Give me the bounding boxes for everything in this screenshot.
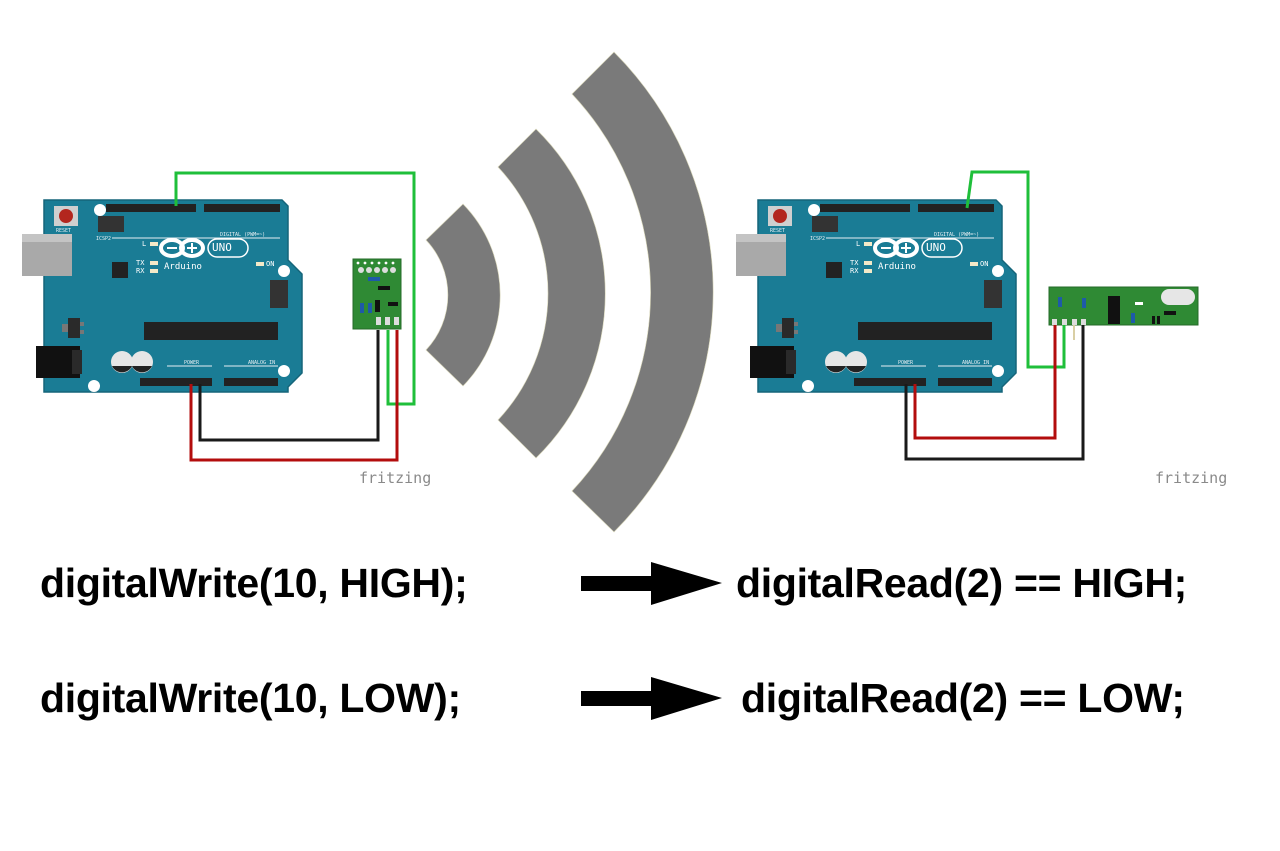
led-rx-label: RX (136, 267, 145, 275)
rf-transmitter-module (352, 258, 402, 330)
digital-label: DIGITAL (PWM=~) (934, 232, 979, 238)
receiver-arduino-board: RESET ICSP2 DIGITAL (PWM=~) L TX RX ON A… (734, 198, 1018, 394)
fritzing-watermark-left: fritzing (359, 469, 431, 487)
write-low-code: digitalWrite(10, LOW); (40, 675, 461, 721)
led-tx-label: TX (850, 259, 859, 267)
wave-arc-small (425, 203, 501, 387)
write-high-code: digitalWrite(10, HIGH); (40, 560, 468, 606)
arduino-brand-text: Arduino (878, 262, 916, 272)
icsp2-label: ICSP2 (96, 236, 111, 242)
read-high-code: digitalRead(2) == HIGH; (736, 560, 1188, 606)
rx-data-wire (965, 170, 1066, 369)
rx-ground-wire (904, 325, 1085, 461)
rf-receiver-module (1048, 286, 1199, 340)
led-tx-label: TX (136, 259, 145, 267)
fritzing-watermark-right: fritzing (1155, 469, 1227, 487)
tx-ground-wire (198, 330, 380, 442)
wave-arc-medium (497, 128, 606, 459)
radio-wave-icon (425, 51, 714, 533)
digital-label: DIGITAL (PWM=~) (220, 232, 265, 238)
led-l-label: L (856, 240, 860, 248)
led-on-label: ON (980, 260, 988, 268)
reset-label: RESET (56, 228, 71, 234)
power-label: POWER (898, 360, 914, 366)
icsp2-label: ICSP2 (810, 236, 825, 242)
analog-in-label: ANALOG IN (248, 360, 275, 366)
led-rx-label: RX (850, 267, 859, 275)
led-on-label: ON (266, 260, 274, 268)
wave-arc-large (571, 51, 714, 533)
reset-label: RESET (770, 228, 785, 234)
analog-in-label: ANALOG IN (962, 360, 989, 366)
rx-power-wire (913, 325, 1057, 440)
uno-logo-text: UNO (212, 241, 232, 254)
led-l-label: L (142, 240, 146, 248)
power-label: POWER (184, 360, 200, 366)
arduino-brand-text: Arduino (164, 262, 202, 272)
uno-logo-text: UNO (926, 241, 946, 254)
right-arrow-icon (581, 677, 722, 720)
tx-power-wire (189, 330, 399, 462)
tx-data-wire (174, 171, 416, 406)
transmitter-arduino-board: RESET ICSP2 DIGITAL (PWM=~) L TX RX ON A… (20, 198, 304, 394)
right-arrow-icon (581, 562, 722, 605)
read-low-code: digitalRead(2) == LOW; (741, 675, 1185, 721)
